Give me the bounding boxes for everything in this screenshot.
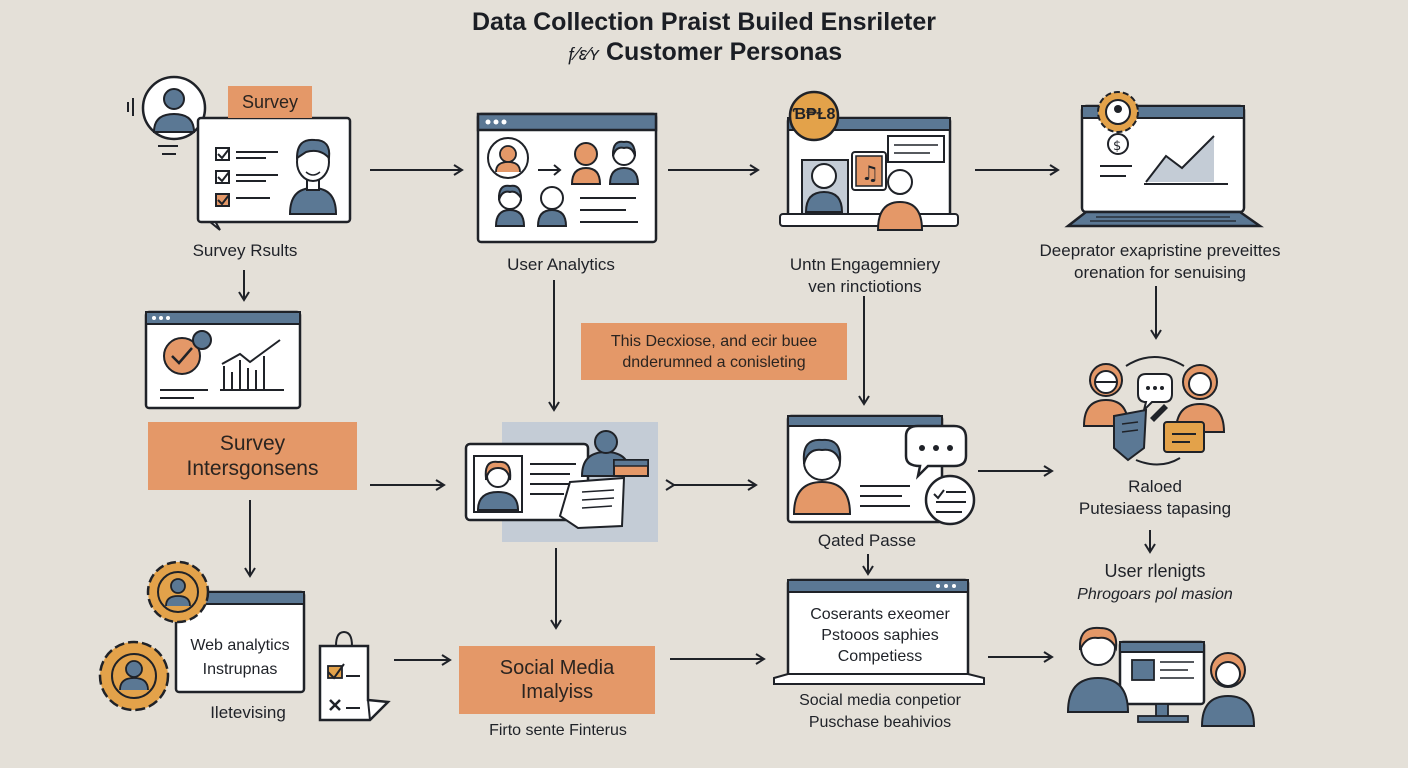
svg-text:♫: ♫ [861, 161, 879, 185]
profile-panel [464, 422, 658, 542]
survey-interviews-box: Survey Intersgonsens [148, 422, 357, 490]
monitor-icon [773, 578, 985, 685]
user-avatar-icon [141, 75, 207, 141]
badge-label: Ɓ₱Ɫ8 [792, 106, 836, 123]
deep-analysis-line-2: orenation for senuising [1073, 263, 1246, 282]
social-media-line-2: Imalyiss [520, 681, 594, 703]
deep-analysis-label: Deeprator exapristine preveittes orenati… [1010, 240, 1310, 284]
person-icon [288, 138, 338, 215]
raloed-line-2: Putesiaess tapasing [1078, 499, 1232, 518]
gear-icon [1097, 91, 1139, 133]
deep-analysis-line-1: Deeprator exapristine preveittes [1039, 241, 1281, 260]
user-engagement-label: Untn Engagemniery ven rinctiotions [750, 254, 980, 298]
svg-text:$: $ [1113, 139, 1121, 154]
survey-tag: Survey [228, 86, 312, 118]
person-icon [536, 186, 568, 227]
raloed-label: Raloed Putesiaess tapasing [1050, 476, 1260, 520]
person-icon [570, 142, 602, 185]
social-media-box: Social Media Imalyiss [459, 646, 655, 714]
callout-line-1: This Decxiose, and ecir buee [610, 332, 818, 350]
user-avatar-icon [487, 137, 529, 179]
badge-circle [788, 90, 840, 142]
qated-passe-label: Qated Passe [817, 531, 917, 550]
coserats-line-1: Coserants exeomer [810, 606, 950, 623]
laptop-illustration: $ [1064, 91, 1264, 228]
monitor-icon [1118, 640, 1206, 723]
chat-bubble-icon [904, 424, 968, 480]
checklist-icon [215, 147, 278, 207]
checklist-icon [924, 474, 976, 526]
people-group-illustration [1082, 356, 1226, 466]
survey-box-line-1: Survey [219, 432, 286, 455]
engagement-line-2: ven rinctiotions [808, 277, 922, 296]
person-icon [1066, 626, 1130, 713]
person-icon [608, 140, 640, 185]
web-analytics-illustration [98, 560, 306, 712]
bar-chart-icon [220, 339, 284, 391]
web-analytics-line-2: Instrupnas [202, 661, 278, 678]
social-comp-label: Social media conpetior Puschase beahivio… [760, 690, 1000, 734]
social-comp-line-1: Social media conpetior [799, 692, 961, 709]
insights-sub-label: Phrogoars pol masion [1077, 586, 1233, 603]
page-title: Data Collection Praist Builed Ensrileter [471, 8, 936, 36]
page-subtitle: ƒ⁄ɛ⁄ʏ Customer Personas [0, 38, 1408, 67]
coserats-line-3: Competiess [837, 648, 923, 665]
person-icon [476, 460, 520, 511]
person-icon [1200, 652, 1256, 727]
chat-bubble-icon [1137, 373, 1173, 414]
signal-lines-icon [127, 98, 178, 155]
callout-line-2: dnderumned a conisleting [622, 353, 806, 371]
gear-icon [98, 640, 170, 712]
web-analytics-line-1: Web analytics [190, 637, 290, 654]
survey-results-label: Survey Rsults [192, 241, 298, 260]
engagement-illustration: ♫ [779, 90, 959, 231]
survey-box-line-2: Intersgonsens [186, 457, 319, 480]
user-analytics-browser [476, 112, 658, 244]
callout-box: This Decxiose, and ecir buee dnderumned … [581, 323, 847, 380]
engagement-line-1: Untn Engagemniery [789, 255, 941, 274]
subtitle-prefix: ƒ⁄ɛ⁄ʏ [565, 44, 600, 64]
person-icon [792, 438, 852, 515]
user-insights-label: User rlenigts [1104, 561, 1206, 581]
person-icon [804, 163, 844, 213]
checklist-card [196, 116, 352, 231]
web-analytics-label: Web analytics Instrupnas [178, 634, 302, 682]
firto-label: Firto sente Finterus [489, 722, 627, 739]
shopping-bag-icon [318, 630, 391, 722]
user-analytics-label: User Analytics [507, 255, 615, 274]
intervising-label: Iletevising [210, 703, 286, 722]
person-icon [494, 184, 526, 227]
gear-icon [146, 560, 210, 624]
bar-chart-icon [1144, 135, 1228, 185]
social-comp-line-2: Puschase beahivios [808, 714, 952, 731]
survey-illustration [127, 75, 352, 231]
coserats-label: Coserants exeomer Pstooos saphies Compet… [790, 604, 970, 667]
music-note-icon: ♫ [855, 155, 883, 187]
people-monitor-illustration [1066, 626, 1256, 727]
chat-browser [786, 414, 976, 526]
person-icon [876, 169, 924, 231]
raloed-line-1: Raloed [1128, 477, 1182, 496]
coserats-line-2: Pstooos saphies [821, 627, 939, 644]
analytics-browser [144, 310, 302, 410]
social-media-line-1: Social Media [499, 657, 615, 679]
subtitle-text: Customer Personas [605, 38, 843, 66]
